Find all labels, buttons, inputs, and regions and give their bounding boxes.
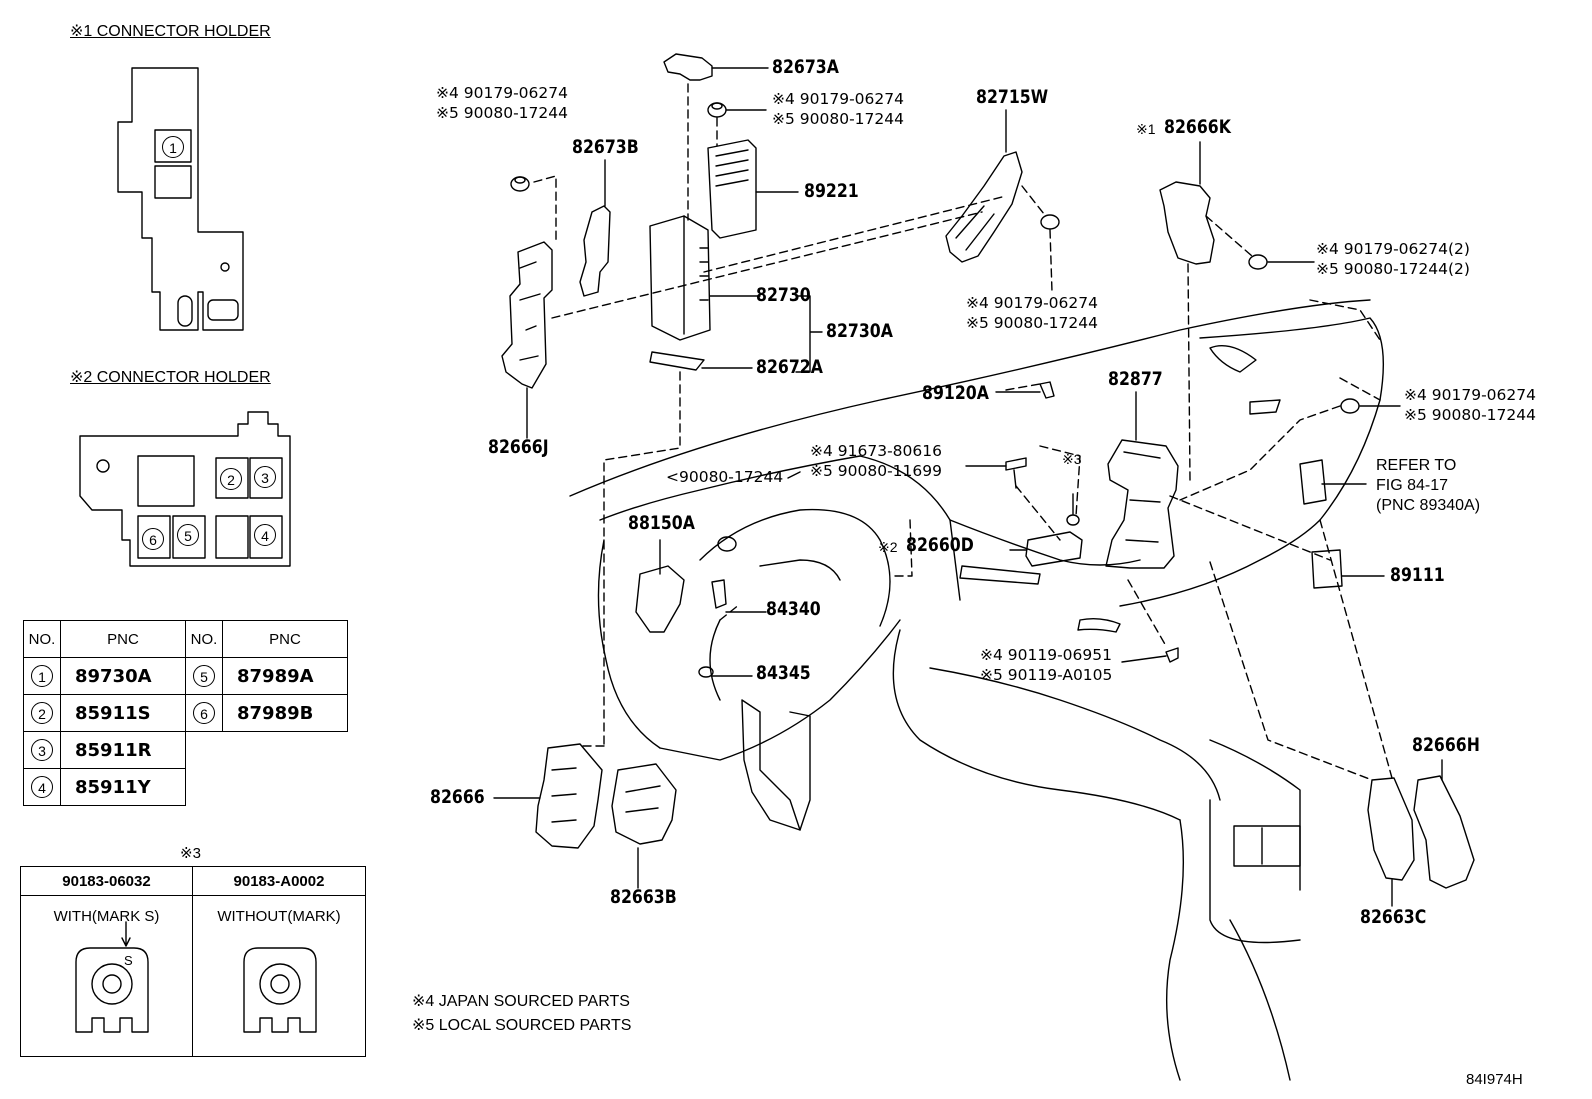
- label-82666J: 82666J: [488, 436, 549, 458]
- label-89221: 89221: [804, 180, 859, 202]
- label-screw-japan: ※4 90119-06951: [980, 646, 1112, 664]
- pnc-table-header: NO. PNC NO. PNC: [23, 620, 348, 658]
- note-local-sourced: ※5 LOCAL SOURCED PARTS: [412, 1017, 632, 1034]
- holder2-position-5: 5: [177, 524, 199, 546]
- row-pnc: 89730A: [60, 657, 186, 695]
- connector-holder-2-drawing: [79, 411, 291, 567]
- label-mark-3: ※3: [1062, 451, 1082, 467]
- label-82666: 82666: [430, 786, 485, 808]
- row-pnc-2: 87989B: [222, 694, 348, 732]
- label-82666H: 82666H: [1412, 734, 1480, 756]
- label-82660D-mark: ※2: [878, 539, 898, 555]
- header-no-2: NO.: [185, 620, 223, 658]
- connector-holder-1-title: ※1 CONNECTOR HOLDER: [70, 23, 271, 40]
- fastener-table-title: ※3: [180, 845, 201, 862]
- clip-label-group-mid: ※4 90179-06274 ※5 90080-17244: [966, 294, 1098, 335]
- label-clip-top-japan: ※4 90179-06274: [772, 90, 904, 108]
- label-82730: 82730: [756, 284, 811, 306]
- label-clip-top-local: ※5 90080-17244: [772, 109, 904, 128]
- row-pnc-2: 87989A: [222, 657, 348, 695]
- label-clip-mid-local: ※5 90080-17244: [966, 313, 1098, 332]
- bolt-label-group: ※4 91673-80616 ※5 90080-11699: [810, 442, 942, 483]
- label-82673A: 82673A: [772, 56, 839, 78]
- label-82715W: 82715W: [976, 86, 1049, 108]
- label-clip-right-japan: ※4 90179-06274(2): [1316, 240, 1470, 258]
- row-pnc: 85911Y: [60, 768, 186, 806]
- label-82663C: 82663C: [1360, 906, 1427, 928]
- fastener-col1-header: 90183-06032: [20, 866, 193, 896]
- row-pnc: 85911S: [60, 694, 186, 732]
- clip-label-group-top: ※4 90179-06274 ※5 90080-17244: [772, 90, 904, 131]
- row-pnc: 85911R: [60, 731, 186, 769]
- dashed-leaders: [533, 83, 1393, 781]
- solid-leaders: [493, 67, 1443, 907]
- label-82877: 82877: [1108, 368, 1163, 390]
- label-bolt-local: ※5 90080-11699: [810, 461, 942, 480]
- screw-label-group: ※4 90119-06951 ※5 90119-A0105: [980, 646, 1113, 687]
- header-pnc: PNC: [60, 620, 186, 658]
- label-clip-left-local: ※5 90080-17244: [436, 103, 568, 122]
- label-84345: 84345: [756, 662, 811, 684]
- label-refer-line3: (PNC 89340A): [1376, 497, 1481, 514]
- pnc-table: NO. PNC NO. PNC 1 89730A 5 87989A 2 8591…: [23, 620, 348, 806]
- row-number-2: 5: [193, 665, 215, 687]
- figure-id: 84I974H: [1466, 1071, 1523, 1088]
- label-clip-right-local: ※5 90080-17244(2): [1316, 259, 1470, 278]
- holder2-position-2: 2: [220, 468, 242, 490]
- label-refer-line1: REFER TO: [1376, 457, 1457, 474]
- table-row: 3 85911R: [23, 731, 348, 769]
- row-number: 2: [31, 702, 53, 724]
- clip-label-group-right: ※4 90179-06274(2) ※5 90080-17244(2): [1316, 240, 1470, 281]
- header-no: NO.: [23, 620, 61, 658]
- label-clip-far-japan: ※4 90179-06274: [1404, 386, 1536, 404]
- clip-label-group-left: ※4 90179-06274 ※5 90080-17244: [436, 84, 568, 125]
- holder1-position-1: 1: [162, 136, 184, 158]
- fastener-col1-caption: WITH(MARK S): [20, 895, 193, 1057]
- connector-holder-1-drawing: [117, 67, 244, 331]
- label-82663B: 82663B: [610, 886, 677, 908]
- table-row: 2 85911S 6 87989B: [23, 694, 348, 732]
- label-clip-left-japan: ※4 90179-06274: [436, 84, 568, 102]
- holder2-position-6: 6: [142, 528, 164, 550]
- label-82673B: 82673B: [572, 136, 639, 158]
- connector-holder-2-title: ※2 CONNECTOR HOLDER: [70, 369, 271, 386]
- label-clip-mid-japan: ※4 90179-06274: [966, 294, 1098, 312]
- fastener-col2-header: 90183-A0002: [192, 866, 366, 896]
- row-number: 3: [31, 739, 53, 761]
- table-row: 1 89730A 5 87989A: [23, 657, 348, 695]
- label-82666K-mark: ※1: [1136, 121, 1156, 137]
- instrument-panel-outline: [569, 299, 1384, 1081]
- label-84340: 84340: [766, 598, 821, 620]
- mark-s-label: S: [124, 953, 133, 968]
- upper-parts-drawings: [501, 53, 1360, 439]
- header-pnc-2: PNC: [222, 620, 348, 658]
- label-clip-dash: <90080-17244: [666, 468, 784, 486]
- label-refer-line2: FIG 84-17: [1376, 477, 1449, 494]
- label-89111: 89111: [1390, 564, 1445, 586]
- note-japan-sourced: ※4 JAPAN SOURCED PARTS: [412, 993, 630, 1010]
- label-screw-local: ※5 90119-A0105: [980, 665, 1113, 684]
- holder2-position-3: 3: [254, 466, 276, 488]
- holder2-position-4: 4: [254, 524, 276, 546]
- fastener-col2-caption: WITHOUT(MARK): [192, 895, 366, 1057]
- label-clip-far-local: ※5 90080-17244: [1404, 405, 1536, 424]
- label-89120A: 89120A: [922, 382, 989, 404]
- label-bolt-japan: ※4 91673-80616: [810, 442, 942, 460]
- fastener-table: 90183-06032 90183-A0002 WITH(MARK S) WIT…: [20, 866, 366, 1057]
- clip-label-group-far: ※4 90179-06274 ※5 90080-17244: [1404, 386, 1536, 427]
- row-number: 4: [31, 776, 53, 798]
- label-82666K: 82666K: [1164, 116, 1231, 138]
- table-row: 4 85911Y: [23, 768, 348, 806]
- label-82660D: 82660D: [906, 534, 974, 556]
- row-number: 1: [31, 665, 53, 687]
- row-number-2: 6: [193, 702, 215, 724]
- label-82730A: 82730A: [826, 320, 893, 342]
- label-82672A: 82672A: [756, 356, 823, 378]
- label-88150A: 88150A: [628, 512, 695, 534]
